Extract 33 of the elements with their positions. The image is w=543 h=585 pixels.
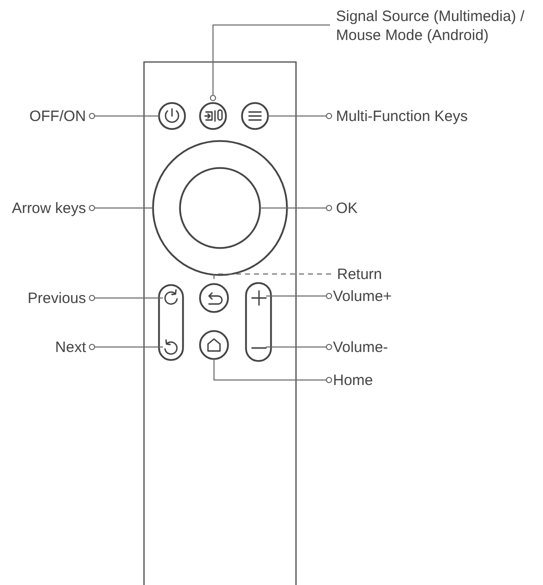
callout-label: OFF/ON [0,107,86,126]
leader-line [266,344,332,350]
callout-label: Next [0,338,86,357]
callout-label: Return [337,265,397,284]
callout-label: Home [333,371,393,390]
leader-line [88,204,154,212]
callout-label: OK [336,199,376,218]
leader-line [266,292,332,300]
leader-line [88,294,164,302]
previous-icon [164,289,178,305]
menu-button [241,102,269,130]
power-button [158,102,186,130]
leader-line [88,112,160,120]
next-icon [164,339,178,355]
source-button [199,102,227,130]
callout-label: Volume+ [333,287,413,306]
leader-line [214,274,332,284]
leader-line [214,358,332,384]
plus-icon [251,290,267,306]
return-button [199,283,229,313]
callout-label: Arrow keys [0,199,86,218]
ok-button [179,167,261,249]
callout-label: Signal Source (Multimedia) / Mouse Mode (Android) [336,7,536,45]
callout-label: Previous [0,289,86,308]
leader-line [210,24,330,102]
leader-line [260,204,332,212]
callout-label: Volume- [333,338,413,357]
home-button [199,330,229,360]
direction-ring [152,140,288,276]
callout-label: Multi-Function Keys [336,107,496,126]
leader-line [88,344,164,350]
leader-line [268,112,332,120]
minus-icon [251,347,267,349]
